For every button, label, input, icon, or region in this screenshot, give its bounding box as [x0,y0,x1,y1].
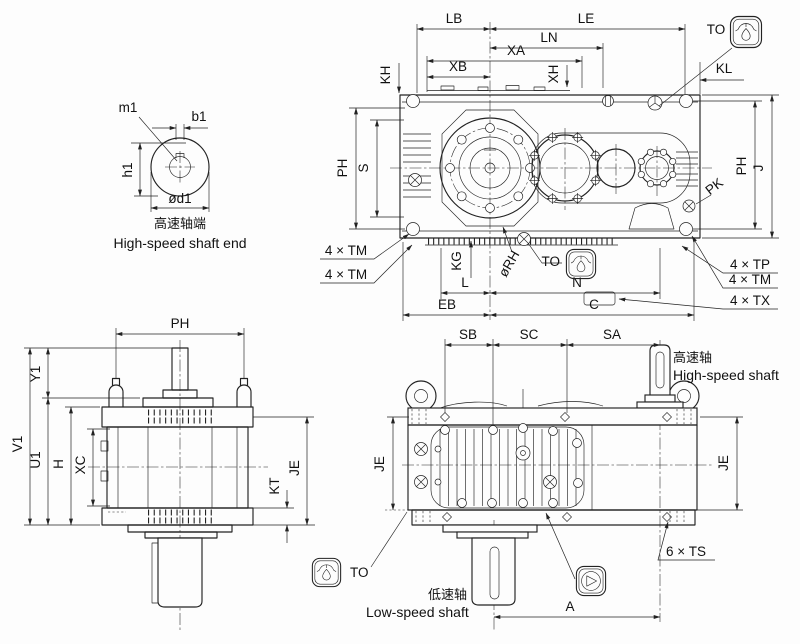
dim-LE: LE [578,11,595,26]
callout-TP: 4 × TP [730,257,770,272]
shaft-end-detail-view: b1 m1 h1 ød1 高速轴端 High-speed shaft end [113,100,246,251]
dim-KL: KL [716,61,733,76]
dim-SC: SC [520,327,539,342]
dim-N: N [572,275,582,290]
callout-TM-upper: 4 × TM [325,243,367,258]
callout-PK: PK [703,175,726,198]
front-view: PH V1 Y1 U1 H XC KT JE TO [10,316,408,630]
dim-SB: SB [459,327,477,342]
dim-SA: SA [603,327,621,342]
oil-level-sight-glass-icon [575,565,607,597]
dim-EB: EB [438,297,456,312]
callout-TO-top: TO [707,22,726,37]
dim-H: H [51,459,66,469]
foot-bolts [411,409,692,524]
input-fins [403,133,431,198]
label-low-speed-shaft-zh: 低速轴 [428,588,467,603]
dim-b1: b1 [191,109,206,124]
housing-bolts [414,423,583,508]
dim-KH: KH [378,66,393,85]
dim-PH-front: PH [171,316,190,331]
bearing-cover-bolts [529,132,601,204]
dim-LN: LN [540,30,557,45]
dim-KG: KG [449,251,464,271]
dim-RH: øRH [496,248,523,280]
dim-V1: V1 [10,436,25,453]
dim-KT: KT [267,477,282,494]
dim-Y1: Y1 [28,366,43,383]
callout-TM-right: 4 × TM [729,272,771,287]
caption-high-speed-shaft-end-en: High-speed shaft end [113,235,246,251]
dim-d1: ød1 [168,191,191,206]
callout-TX: 4 × TX [730,293,770,308]
dim-JE-right: JE [716,455,731,471]
dim-LB: LB [446,11,463,26]
dim-h1: h1 [120,162,135,177]
dim-L: L [461,275,469,290]
callout-TS: 6 × TS [666,544,706,559]
dim-S: S [356,163,371,172]
callout-TO-front: TO [350,565,369,580]
dim-XA: XA [507,43,525,58]
dim-J: J [751,165,766,172]
caption-high-speed-shaft-end-zh: 高速轴端 [154,216,206,232]
label-low-speed-shaft-en: Low-speed shaft [366,604,469,620]
breather-valve-icon [311,557,342,588]
dim-JE-front: JE [287,460,302,476]
dim-XC: XC [73,455,88,474]
dim-A: A [565,599,574,614]
callout-TO-drain: TO [541,254,560,269]
dim-PH-right: PH [734,157,749,176]
label-high-speed-shaft-zh: 高速轴 [673,350,712,366]
low-speed-shaft [471,537,516,606]
output-cover-bolts [637,148,677,188]
breather-valve-icon [729,15,763,49]
dim-U1: U1 [28,451,43,468]
callout-TM-lower: 4 × TM [325,267,367,282]
top-view: LB LE LN XA XB XH KH KL PH S PH J KG L N… [320,11,779,321]
dim-JE-left: JE [372,456,387,472]
dim-XB: XB [449,59,467,74]
dim-m1: m1 [119,100,138,115]
dim-XH: XH [546,65,561,84]
high-speed-shaft [649,344,671,398]
label-high-speed-shaft-en: High-speed shaft [673,367,779,383]
side-view: SB SC SA JE JE A 6 × TS 高速轴 High-speed s… [366,327,779,630]
dim-C: C [589,297,599,312]
dim-PH-left: PH [335,159,350,178]
